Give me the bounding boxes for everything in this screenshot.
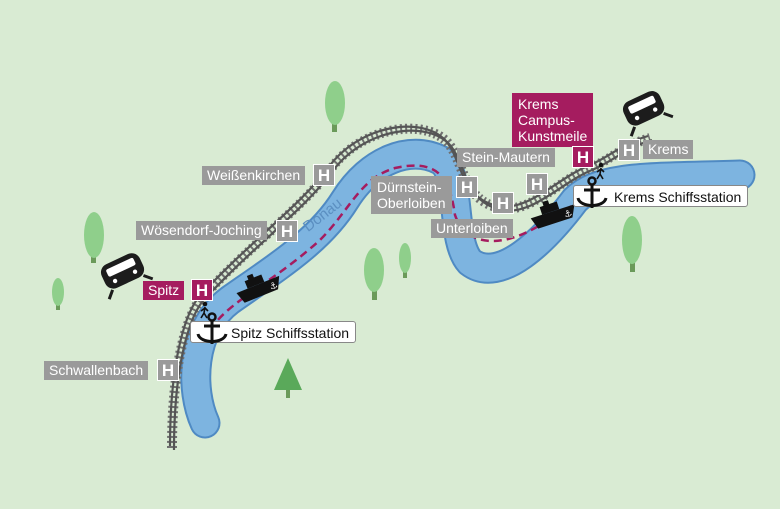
- pier-label-krems[interactable]: Krems Schiffsstation: [573, 185, 749, 207]
- stop-label-spitz: Spitz: [143, 281, 185, 300]
- stop-h-krems-campus[interactable]: H: [572, 146, 594, 168]
- pier-name: Spitz Schiffsstation: [231, 325, 350, 341]
- pier-label-spitz[interactable]: Spitz Schiffsstation: [190, 321, 357, 343]
- stop-label-woesendorf: Wösendorf-Joching: [136, 221, 267, 240]
- pier-name: Krems Schiffsstation: [614, 189, 742, 205]
- ship-icon: ⚓: [236, 273, 279, 303]
- stop-h-stein-mautern[interactable]: H: [526, 173, 548, 195]
- stop-label-line: Kunstmeile: [518, 128, 588, 144]
- stop-label-krems: Krems: [643, 140, 694, 159]
- tree-icon: [274, 358, 302, 398]
- train-icon: [100, 253, 154, 300]
- tree-icon: [84, 212, 104, 263]
- stop-h-weissenkirchen[interactable]: H: [313, 164, 335, 186]
- stop-label-line: Krems: [518, 96, 559, 112]
- stop-h-krems[interactable]: H: [618, 139, 640, 161]
- tree-icon: [399, 243, 411, 278]
- train-icon: [622, 91, 674, 137]
- ship-icon: ⚓: [530, 200, 575, 229]
- tree-icon: [52, 278, 64, 310]
- stop-h-woesendorf[interactable]: H: [276, 220, 298, 242]
- anchor-icon: [196, 312, 228, 344]
- stop-label-stein-mautern: Stein-Mautern: [457, 148, 555, 167]
- stop-label-line: Campus-: [518, 112, 575, 128]
- stop-label-weissenkirchen: Weißenkirchen: [202, 166, 306, 185]
- stop-h-schwallenbach[interactable]: H: [157, 359, 179, 381]
- stop-label-unterloiben: Unterloiben: [431, 219, 513, 238]
- tree-icon: [364, 248, 384, 300]
- svg-text:⚓: ⚓: [563, 209, 574, 221]
- stop-label-duernstein: Dürnstein- Oberloiben: [371, 176, 452, 214]
- svg-text:⚓: ⚓: [268, 281, 279, 293]
- stop-h-unterloiben[interactable]: H: [492, 192, 514, 214]
- stop-label-line: Oberloiben: [377, 195, 446, 211]
- tree-icon: [622, 216, 642, 272]
- stop-label-schwallenbach: Schwallenbach: [44, 361, 149, 380]
- stop-label-line: Dürnstein-: [377, 179, 442, 195]
- boat-route: [208, 164, 591, 331]
- stop-label-krems-campus: Krems Campus- Kunstmeile: [512, 93, 594, 147]
- stop-h-spitz[interactable]: H: [191, 279, 213, 301]
- stop-h-duernstein[interactable]: H: [456, 176, 478, 198]
- pedestrian-icon: [200, 301, 209, 319]
- tree-icon: [325, 81, 345, 132]
- pedestrian-icon: [596, 162, 605, 180]
- anchor-icon: [576, 176, 608, 208]
